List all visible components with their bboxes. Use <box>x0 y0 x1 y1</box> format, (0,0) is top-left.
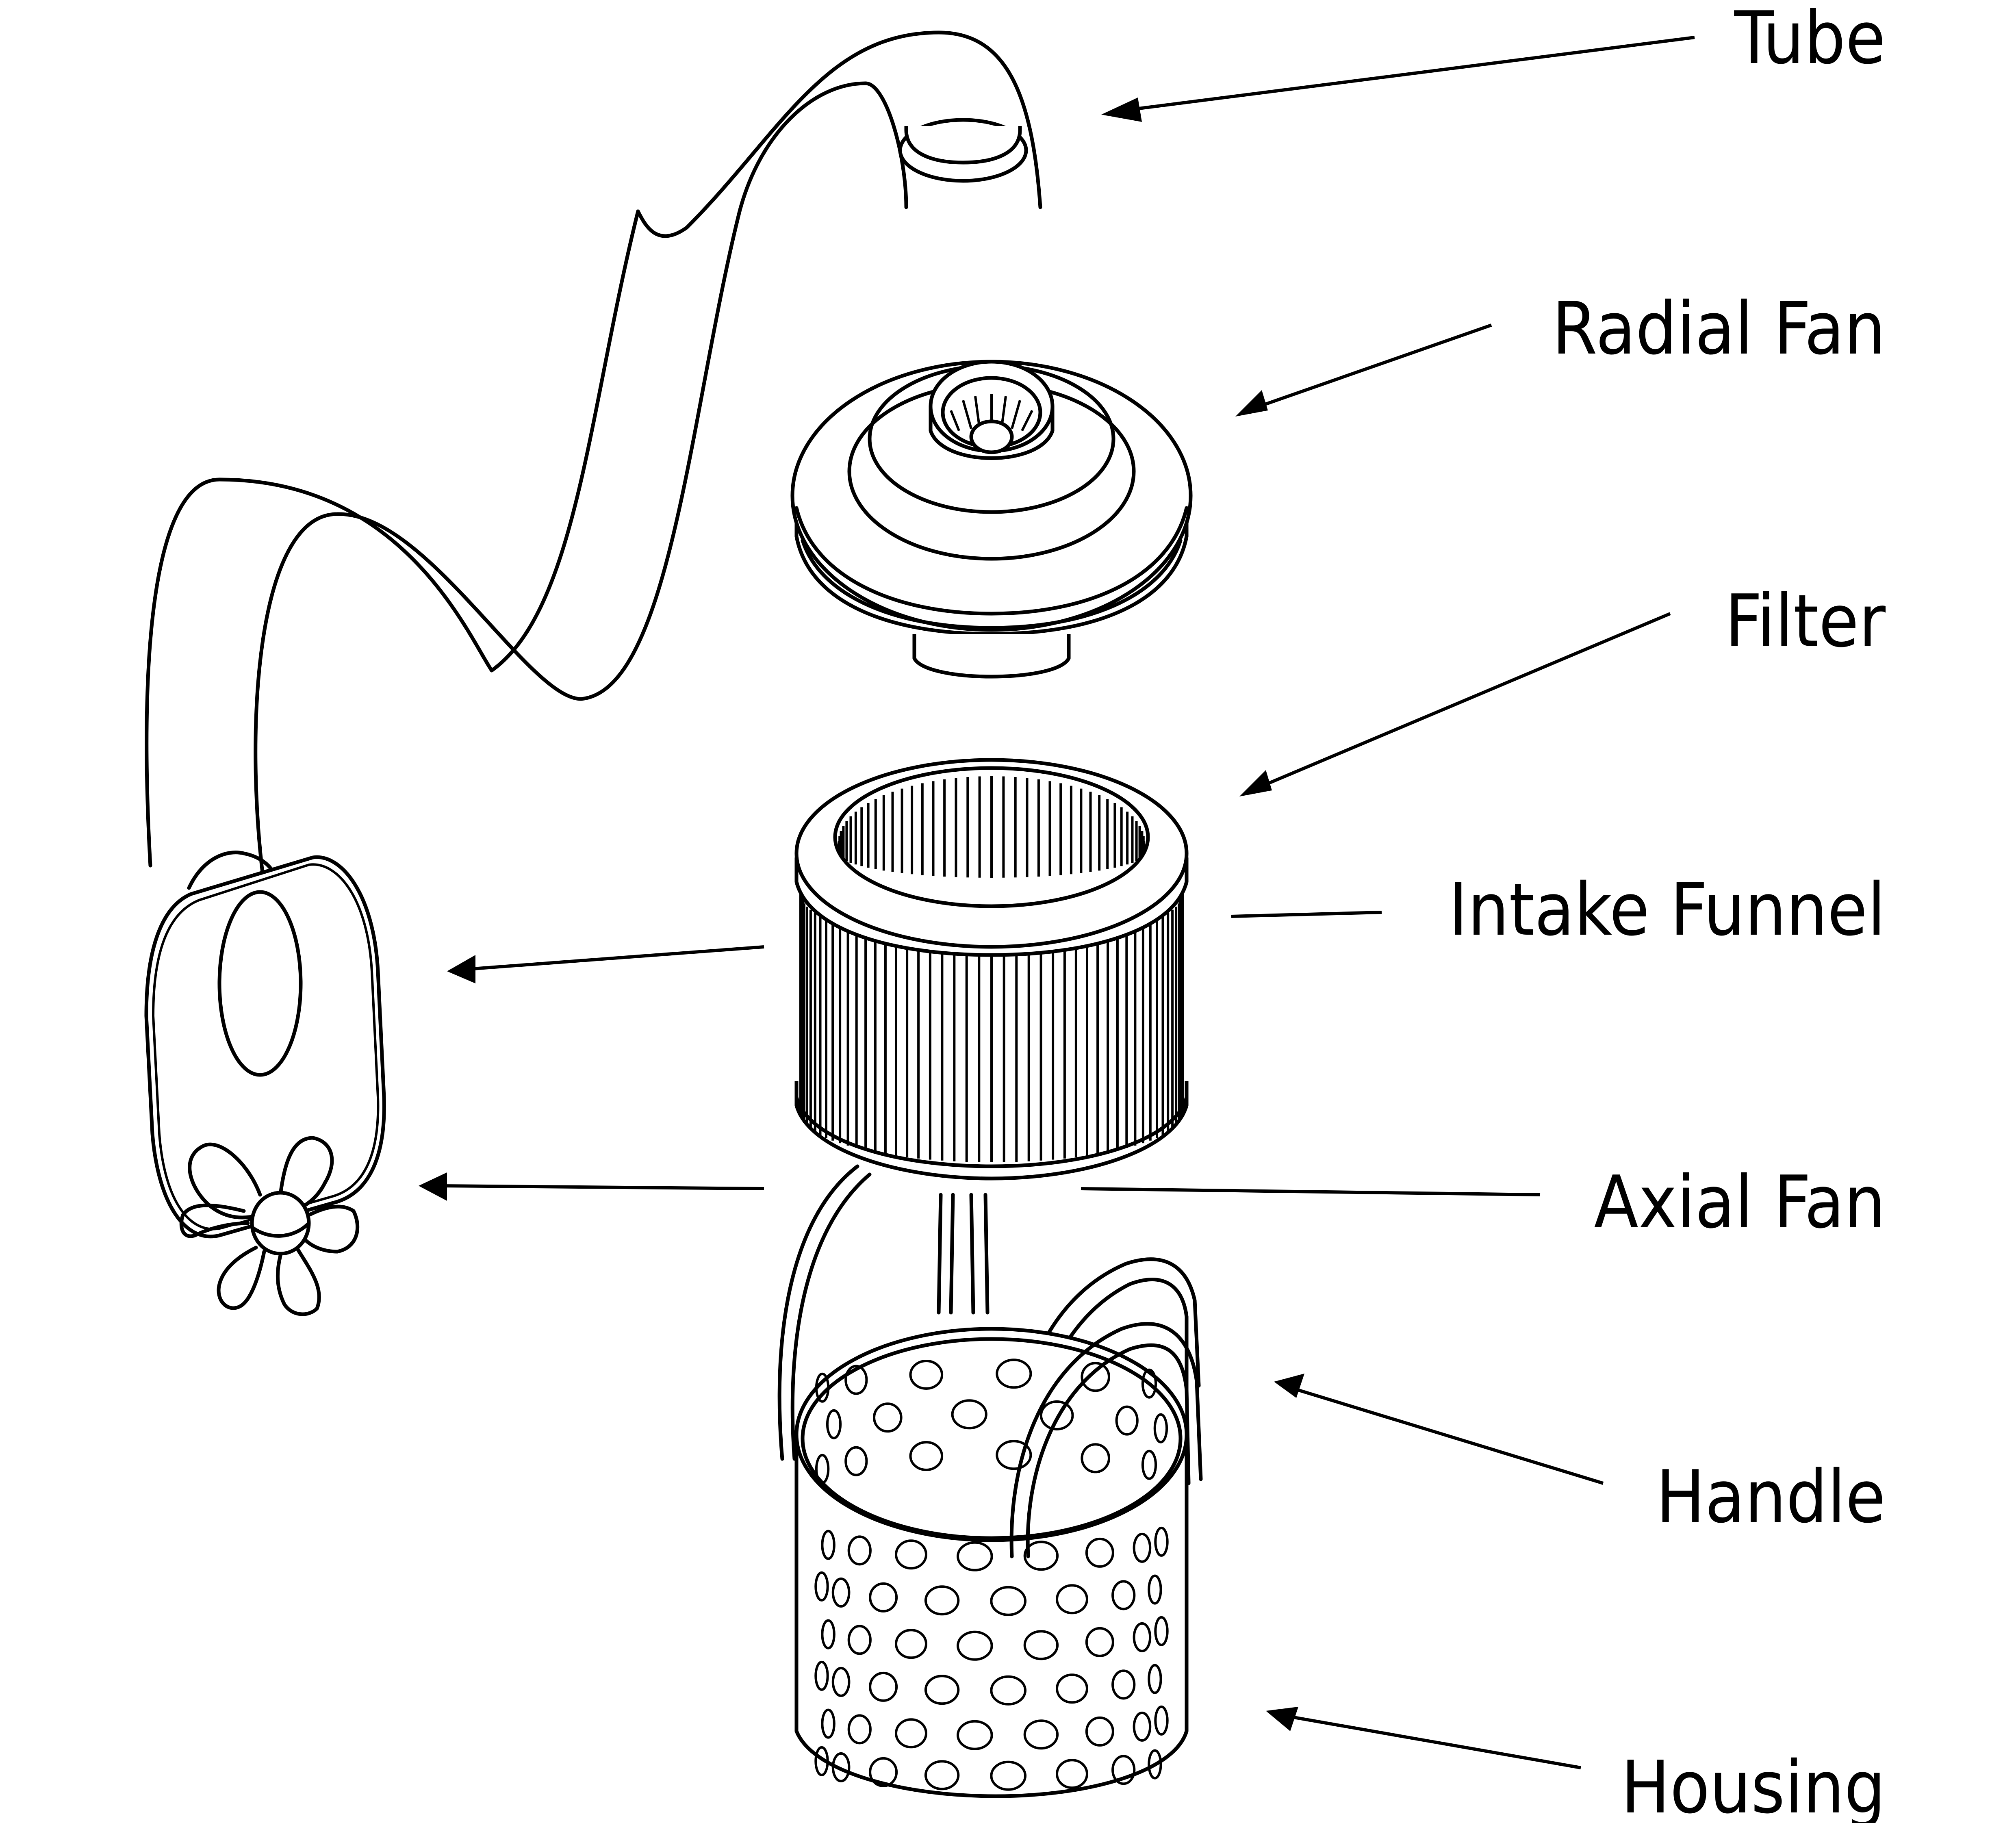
housing-hole <box>821 1619 835 1649</box>
labels: Tube Radial Fan Filter Intake Funnel Axi… <box>1449 0 1886 1823</box>
housing-hole <box>1141 1450 1157 1480</box>
label-intake-funnel: Intake Funnel <box>1449 868 1886 952</box>
housing-hole <box>990 1760 1026 1791</box>
housing-hole <box>1081 1362 1110 1392</box>
label-radial-fan: Radial Fan <box>1552 286 1886 371</box>
housing-hole <box>831 1577 851 1608</box>
housing-hole <box>1154 1705 1169 1736</box>
housing-hole <box>1154 1526 1169 1557</box>
filter-inner-pleats <box>838 776 1145 878</box>
housing-hole <box>844 1446 868 1476</box>
label-tube: Tube <box>1734 0 1886 80</box>
housing-hole <box>1085 1537 1114 1568</box>
housing-hole <box>1148 1749 1162 1780</box>
intake-funnel-drawing <box>144 851 386 1239</box>
housing-hole <box>821 1530 835 1560</box>
housing-hole <box>1085 1627 1114 1657</box>
housing-hole <box>1148 1574 1162 1605</box>
housing-hole <box>951 1399 987 1430</box>
housing-hole <box>1115 1405 1139 1436</box>
housing-hole <box>909 1441 944 1471</box>
axial-fan-drawing <box>179 1136 360 1316</box>
housing-hole <box>815 1454 830 1484</box>
housing-hole <box>1023 1719 1059 1750</box>
housing-hole <box>1056 1584 1088 1615</box>
housing-hole <box>990 1586 1026 1616</box>
housing-hole <box>873 1402 903 1433</box>
housing-hole <box>990 1675 1026 1706</box>
housing-hole <box>869 1757 898 1787</box>
label-axial-fan: Axial Fan <box>1594 1160 1886 1244</box>
housing-hole <box>1154 1616 1169 1646</box>
label-handle: Handle <box>1656 1455 1886 1539</box>
housing-hole <box>1111 1580 1136 1610</box>
housing-perforations <box>814 1359 1169 1791</box>
housing-hole <box>1023 1541 1059 1571</box>
housing-hole <box>924 1585 960 1616</box>
housing-hole <box>1023 1630 1059 1660</box>
tube-drawing <box>145 30 1042 888</box>
housing-hole <box>1111 1755 1136 1785</box>
housing-hole <box>1133 1711 1152 1742</box>
housing-hole <box>1039 1400 1074 1430</box>
housing-hole <box>996 1440 1032 1470</box>
radial-fan-drawing <box>790 360 1193 679</box>
housing-hole <box>957 1630 993 1661</box>
housing-hole <box>1056 1673 1088 1704</box>
housing-hole <box>1148 1664 1162 1694</box>
housing-hole <box>1133 1622 1152 1652</box>
housing-hole <box>895 1629 927 1659</box>
housing-hole <box>831 1752 851 1782</box>
housing-hole <box>826 1409 842 1439</box>
housing-drawing <box>794 1322 1203 1798</box>
housing-hole <box>924 1760 960 1790</box>
leader-lines <box>419 36 1695 1769</box>
housing-hole <box>924 1675 960 1705</box>
housing-hole <box>831 1667 851 1697</box>
housing-hole <box>1141 1368 1157 1399</box>
housing-hole <box>957 1541 993 1571</box>
housing-hole <box>996 1359 1032 1389</box>
housing-hole <box>869 1671 898 1702</box>
housing-hole <box>895 1718 927 1749</box>
housing-hole <box>821 1708 835 1739</box>
housing-hole <box>1056 1759 1088 1789</box>
housing-hole <box>814 1660 829 1691</box>
housing-hole <box>1111 1669 1136 1700</box>
housing-hole <box>844 1365 868 1395</box>
housing-hole <box>814 1746 829 1776</box>
housing-hole <box>957 1720 993 1750</box>
housing-hole <box>909 1360 944 1390</box>
label-filter: Filter <box>1725 579 1886 663</box>
housing-hole <box>1085 1716 1114 1747</box>
housing-hole <box>814 1571 829 1602</box>
housing-hole <box>869 1582 898 1612</box>
label-housing: Housing <box>1621 1745 1886 1823</box>
filter-pleats <box>799 894 1184 1162</box>
housing-hole <box>847 1714 872 1745</box>
housing-hole <box>815 1372 830 1403</box>
housing-hole <box>1133 1532 1152 1563</box>
housing-hole <box>1081 1443 1110 1474</box>
housing-hole <box>1153 1413 1168 1443</box>
filter-drawing <box>794 758 1189 1181</box>
housing-hole <box>895 1539 927 1570</box>
housing-hole <box>847 1535 872 1566</box>
housing-hole <box>847 1625 872 1655</box>
